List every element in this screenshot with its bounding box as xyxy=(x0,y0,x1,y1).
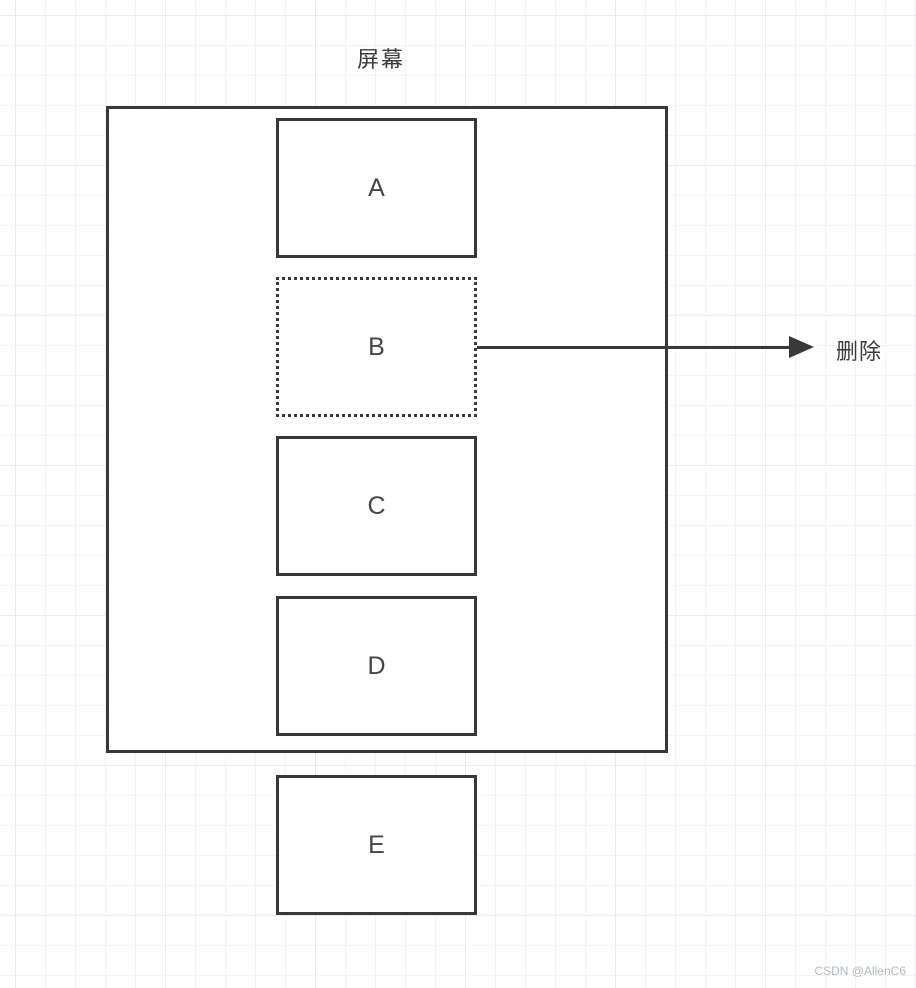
delete-arrow-label: 删除 xyxy=(836,339,883,364)
box-a: A xyxy=(276,118,477,258)
box-b-dotted: B xyxy=(276,277,477,417)
box-e: E xyxy=(276,775,477,915)
box-a-label: A xyxy=(368,173,385,202)
diagram-title: 屏幕 xyxy=(356,47,405,72)
delete-arrow-line xyxy=(477,346,791,349)
watermark: CSDN @AllenC6 xyxy=(814,964,906,978)
box-c-label: C xyxy=(367,491,386,520)
box-d-label: D xyxy=(367,651,386,680)
box-d: D xyxy=(276,596,477,736)
box-b-label: B xyxy=(368,332,385,361)
box-e-label: E xyxy=(368,830,385,859)
delete-arrow-head-icon xyxy=(789,336,814,358)
box-c: C xyxy=(276,436,477,576)
